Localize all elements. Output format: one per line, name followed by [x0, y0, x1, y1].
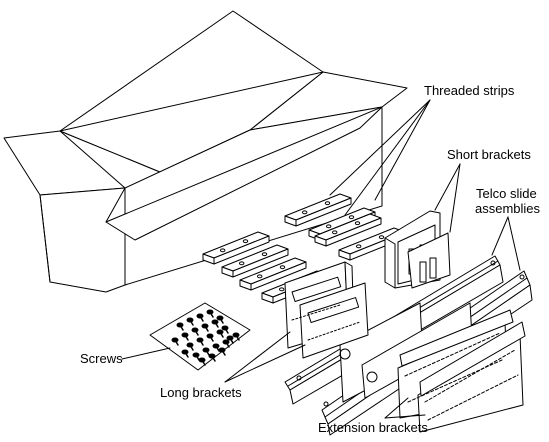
- screw: [196, 313, 204, 322]
- screw: [198, 357, 206, 366]
- screws-pile: [171, 309, 240, 366]
- label-long-brackets: Long brackets: [160, 385, 242, 400]
- screw: [206, 309, 214, 318]
- screw: [202, 347, 210, 356]
- extension-brackets: [397, 309, 526, 433]
- label-threaded-strips: Threaded strips: [424, 83, 515, 98]
- label-screws: Screws: [80, 351, 123, 366]
- screw: [232, 332, 240, 341]
- screws: [149, 302, 251, 371]
- screw: [186, 342, 194, 351]
- screw: [176, 322, 184, 331]
- label-telco-slide-line2: assemblies: [475, 201, 541, 216]
- threaded-strips-right: [284, 193, 406, 261]
- screw: [208, 353, 216, 362]
- screw: [186, 317, 194, 326]
- threaded-strip: [314, 213, 382, 247]
- screw: [192, 352, 200, 361]
- long-brackets: [284, 261, 369, 359]
- screw: [212, 343, 220, 352]
- label-short-brackets: Short brackets: [447, 147, 531, 162]
- screw: [206, 333, 214, 342]
- threaded-strip: [202, 231, 270, 265]
- screw: [191, 327, 199, 336]
- threaded-strip: [239, 257, 307, 291]
- screw: [226, 335, 234, 344]
- screw: [222, 339, 230, 348]
- screw: [196, 337, 204, 346]
- shipping-box: [3, 10, 408, 293]
- threaded-strip: [284, 193, 352, 227]
- label-telco-slide-line1: Telco slide: [476, 186, 537, 201]
- threaded-strip: [221, 244, 289, 278]
- leader-lines: [121, 99, 521, 419]
- short-brackets: [384, 210, 451, 289]
- screw: [216, 329, 224, 338]
- screw: [201, 323, 209, 332]
- screw: [221, 325, 229, 334]
- screw: [211, 319, 219, 328]
- screw: [181, 349, 189, 358]
- screw: [181, 332, 189, 341]
- screw: [171, 337, 179, 346]
- screw: [218, 347, 226, 356]
- label-extension-brackets: Extension brackets: [318, 420, 428, 435]
- screw: [216, 315, 224, 324]
